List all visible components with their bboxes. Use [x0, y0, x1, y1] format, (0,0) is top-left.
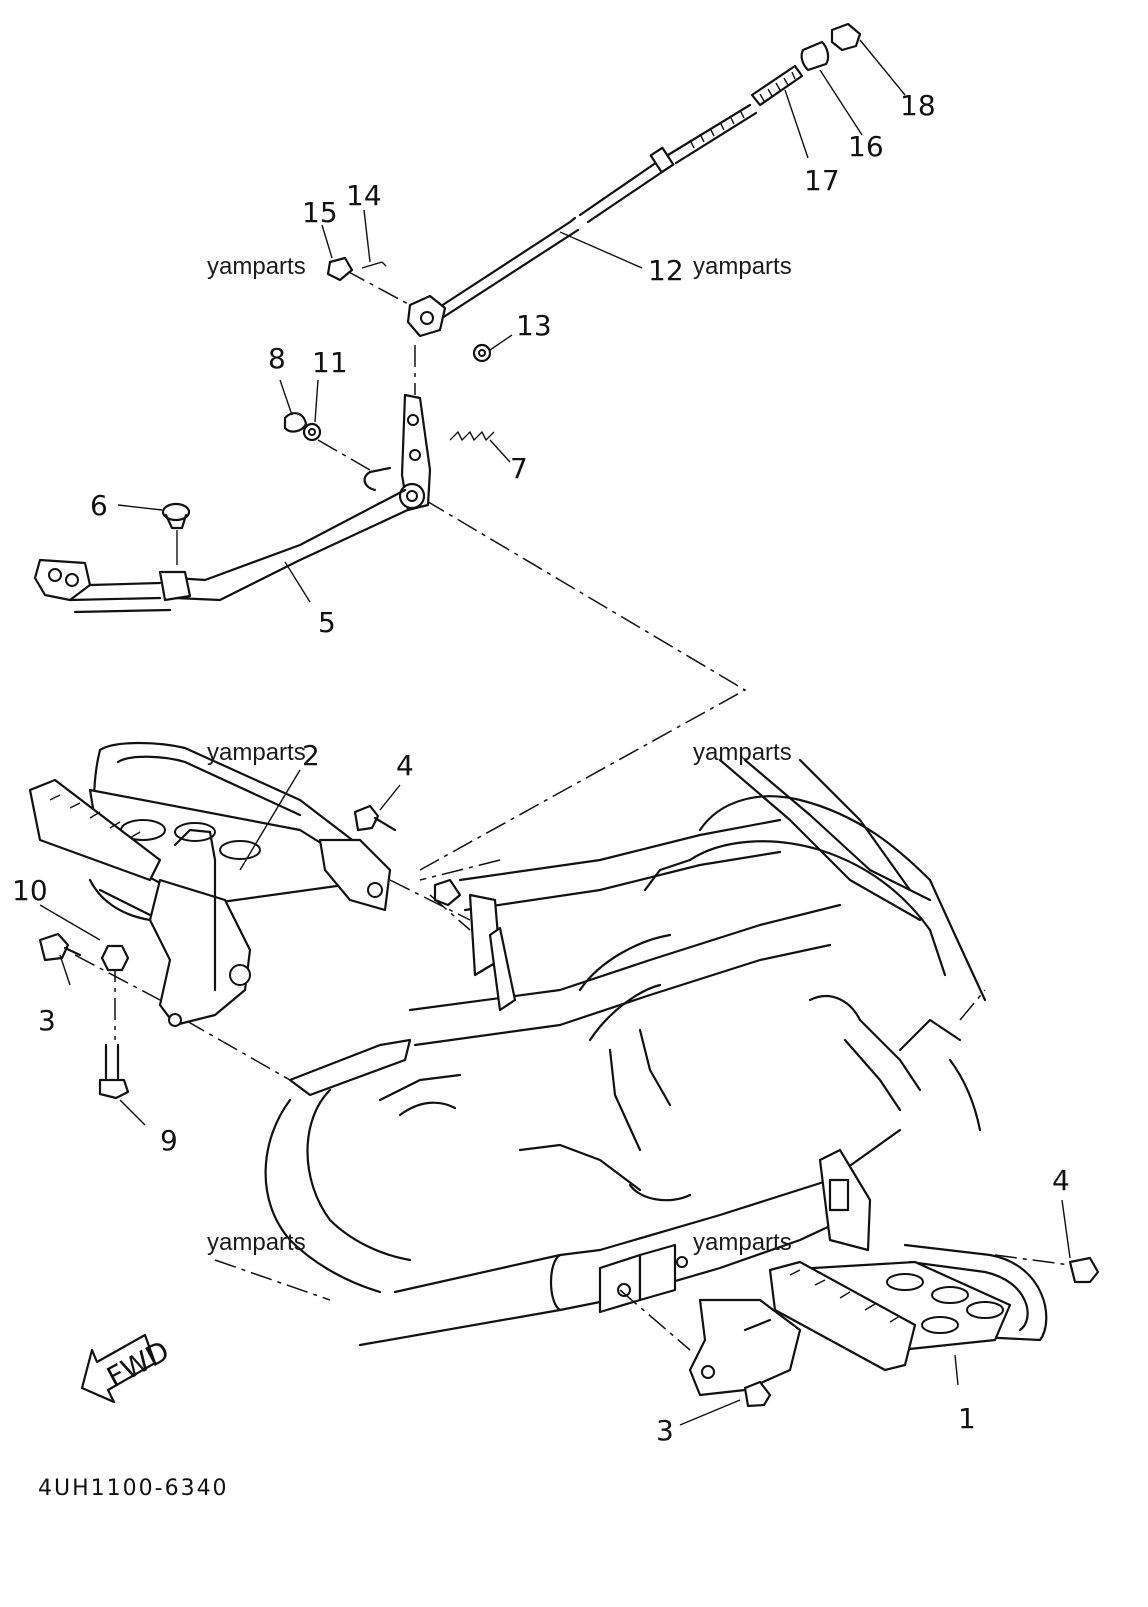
- callout-9: 9: [160, 1124, 178, 1157]
- callout-12: 12: [648, 254, 684, 287]
- leader-lines: [74, 269, 1071, 1391]
- right-footrest-drawing: [688, 1243, 1100, 1408]
- callout-10: 10: [12, 874, 48, 907]
- watermark: yamparts: [207, 739, 306, 766]
- callout-1: 1: [958, 1402, 976, 1435]
- drawing-code: 4UH1100-6340: [38, 1476, 229, 1501]
- left-footrest-drawing: [28, 741, 462, 1100]
- watermark: yamparts: [207, 1229, 306, 1256]
- callout-17: 17: [804, 164, 840, 197]
- brake-pedal-drawing: [33, 393, 495, 614]
- callout-leaders: [39, 39, 1071, 1426]
- frame-drawing: [264, 758, 987, 1347]
- callout-2: 2: [302, 739, 320, 772]
- callout-3-right: 3: [656, 1414, 674, 1447]
- callout-4-left: 4: [396, 749, 414, 782]
- callout-7: 7: [510, 452, 528, 485]
- callout-14: 14: [346, 179, 382, 212]
- callout-4-right: 4: [1052, 1164, 1070, 1197]
- watermark: yamparts: [693, 739, 792, 766]
- fwd-arrow: FWD: [80, 1333, 175, 1404]
- brake-rod-assembly: [326, 22, 862, 363]
- watermark: yamparts: [693, 1229, 792, 1256]
- watermarks: yamparts yamparts yamparts yamparts yamp…: [207, 253, 792, 1256]
- callout-11: 11: [312, 346, 348, 379]
- watermark: yamparts: [207, 253, 306, 280]
- callout-3-left: 3: [38, 1004, 56, 1037]
- callout-18: 18: [900, 89, 936, 122]
- callout-15: 15: [302, 196, 338, 229]
- callout-8: 8: [268, 342, 286, 375]
- callout-6: 6: [90, 489, 108, 522]
- watermark: yamparts: [693, 253, 792, 280]
- callout-5: 5: [318, 606, 336, 639]
- callout-16: 16: [848, 130, 884, 163]
- callout-numbers: 1 2 3 3 4 4 5 6 7 8 9 10 11 12 13 14 15 …: [12, 89, 1070, 1447]
- callout-13: 13: [516, 309, 552, 342]
